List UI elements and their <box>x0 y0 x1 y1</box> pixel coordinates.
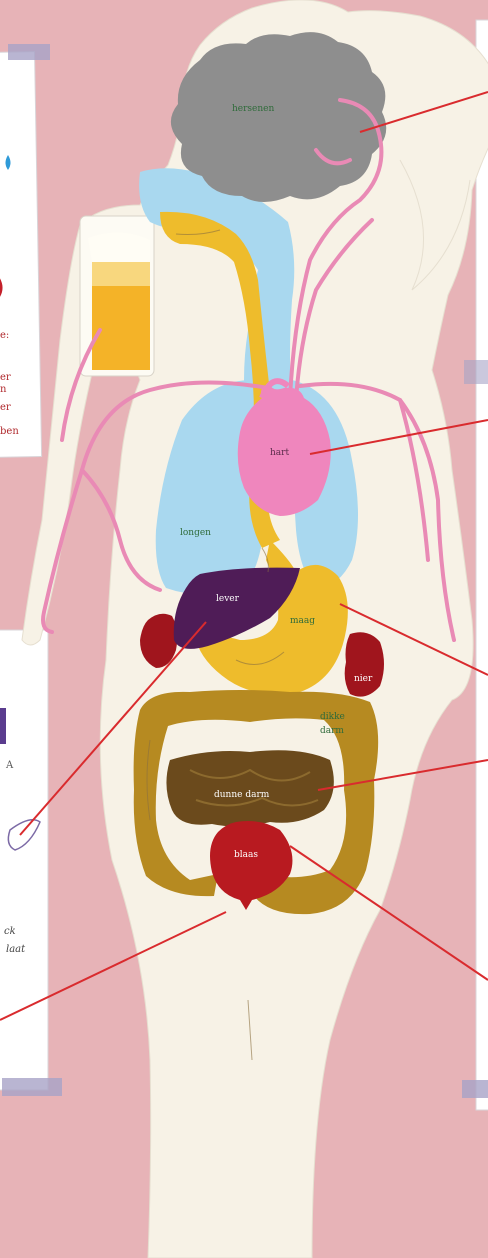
label-lever: lever <box>216 594 239 604</box>
label-hart: hart <box>270 448 289 458</box>
label-blaas: blaas <box>234 850 258 860</box>
label-dikke-darm-2: darm <box>320 726 344 736</box>
label-hersenen: hersenen <box>232 104 274 114</box>
left-note-card-top <box>0 44 50 457</box>
left-note-text-6: ck <box>4 926 16 937</box>
left-note-card-bottom <box>0 630 62 1096</box>
label-nier: nier <box>354 674 372 684</box>
left-note-text-7: laat <box>6 944 25 955</box>
left-note-text-2: er <box>0 372 11 383</box>
left-note-text-8: A <box>6 760 13 771</box>
kidney-right <box>345 632 384 696</box>
brain <box>171 32 386 202</box>
left-note-text-3: n <box>0 384 6 395</box>
label-dunne-darm: dunne darm <box>214 790 269 800</box>
purple-bar-icon <box>0 708 6 744</box>
left-note-text-1: e: <box>0 330 9 341</box>
label-longen: longen <box>180 528 211 538</box>
left-note-text-4: er <box>0 402 11 413</box>
label-dikke-darm-1: dikke <box>320 712 345 722</box>
label-maag: maag <box>290 616 315 626</box>
small-intestine <box>166 750 333 826</box>
left-note-text-5: ben <box>0 426 19 437</box>
beer-glass <box>80 216 154 376</box>
